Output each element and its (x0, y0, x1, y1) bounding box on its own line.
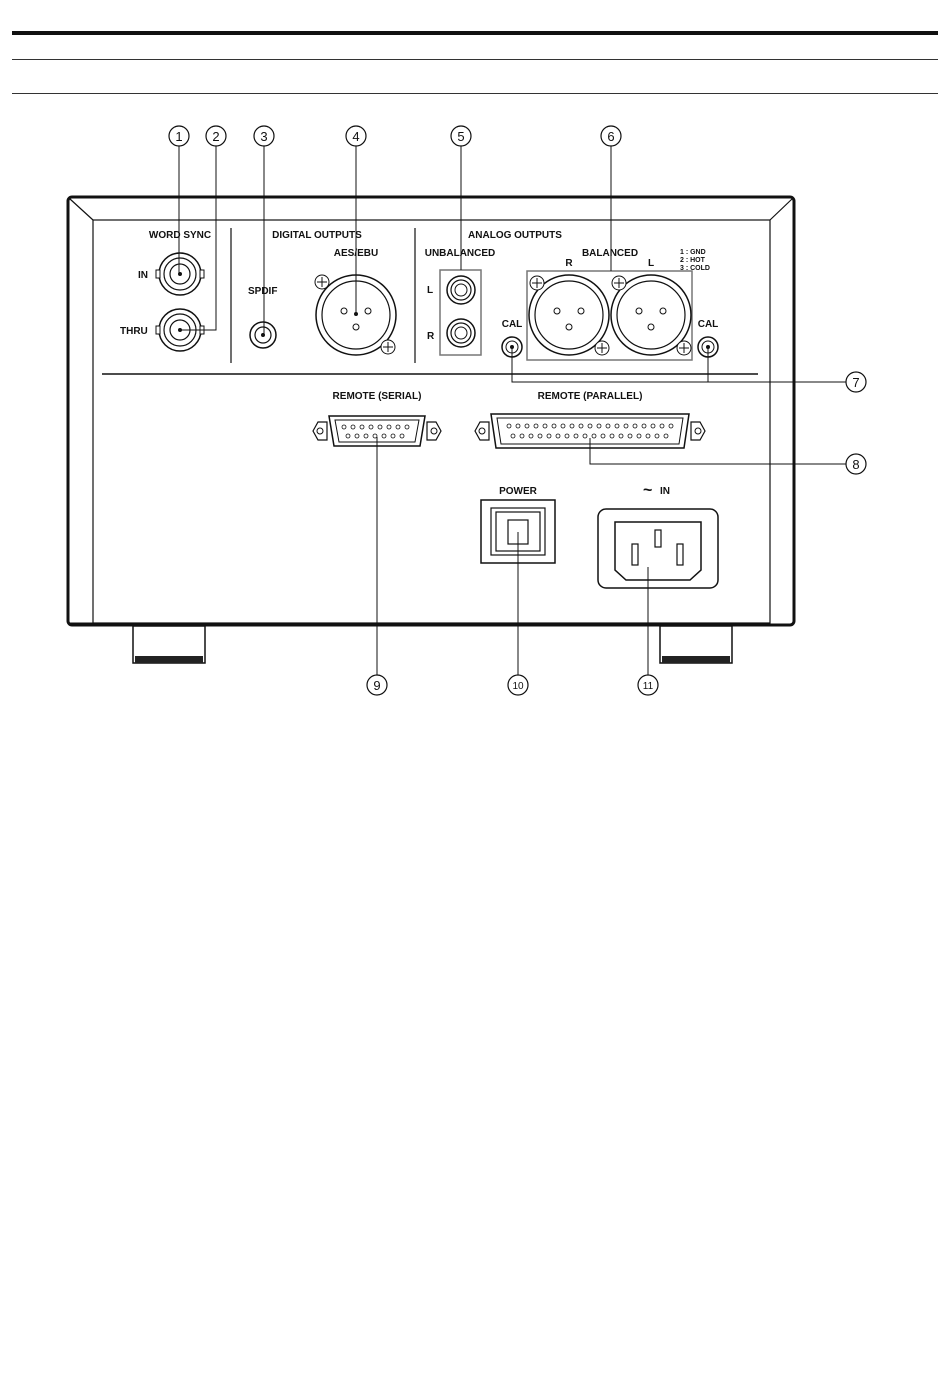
db37-pin (637, 434, 641, 438)
label-unbal-r: R (427, 331, 435, 342)
callout-1: 1 (169, 126, 189, 146)
db37-pin (628, 434, 632, 438)
db37-pin (610, 434, 614, 438)
left-foot-pad (135, 656, 203, 663)
label-ac-in: IN (660, 486, 670, 497)
db37-pin (655, 434, 659, 438)
db37-pin (669, 424, 673, 428)
callout-9: 9 (367, 675, 387, 695)
xlr-balanced-r (529, 275, 609, 355)
rca-unbalanced-l (447, 276, 475, 304)
svg-text:3: 3 (260, 129, 267, 144)
label-word-sync: WORD SYNC (149, 230, 211, 241)
label-digital-outputs: DIGITAL OUTPUTS (272, 230, 362, 241)
db37-pin (561, 424, 565, 428)
db37-pin (543, 424, 547, 428)
callout-2: 2 (206, 126, 226, 146)
db37-pin (511, 434, 515, 438)
db37-pin (552, 424, 556, 428)
svg-text:9: 9 (373, 678, 380, 693)
label-unbal-l: L (427, 285, 433, 296)
rca-unbalanced-r (447, 319, 475, 347)
label-thru: THRU (120, 326, 148, 337)
svg-text:6: 6 (607, 129, 614, 144)
db37-pin (660, 424, 664, 428)
svg-text:8: 8 (852, 457, 859, 472)
svg-text:7: 7 (852, 375, 859, 390)
label-remote-parallel: REMOTE (PARALLEL) (538, 391, 643, 402)
label-cal-left: CAL (502, 319, 523, 330)
label-in: IN (138, 270, 148, 281)
db37-pin (597, 424, 601, 428)
svg-text:5: 5 (457, 129, 464, 144)
db37-pin (520, 434, 524, 438)
label-remote-serial: REMOTE (SERIAL) (333, 391, 422, 402)
db37-pin (529, 434, 533, 438)
svg-text:11: 11 (643, 681, 654, 692)
db37-pin (565, 434, 569, 438)
label-cal-right: CAL (698, 319, 719, 330)
db37-pin (601, 434, 605, 438)
db37-pin (556, 434, 560, 438)
label-power: POWER (499, 486, 538, 497)
db37-pin (592, 434, 596, 438)
label-analog-outputs: ANALOG OUTPUTS (468, 230, 562, 241)
label-balanced: BALANCED (582, 248, 638, 259)
db37-pin (664, 434, 668, 438)
ac-inlet (598, 509, 718, 588)
db37-pin (579, 424, 583, 428)
db37-pin (619, 434, 623, 438)
xlr-balanced-l (611, 275, 691, 355)
callout-3: 3 (254, 126, 274, 146)
svg-text:4: 4 (352, 129, 359, 144)
callout-8: 8 (846, 454, 866, 474)
callout-5: 5 (451, 126, 471, 146)
db37-pin (538, 434, 542, 438)
svg-text:1: 1 (175, 129, 182, 144)
pin-legend-1: 1 : GND (680, 249, 706, 256)
db37-pin (588, 424, 592, 428)
pin-legend-2: 2 : HOT (680, 257, 706, 264)
db37-pin (525, 424, 529, 428)
label-unbalanced: UNBALANCED (425, 248, 496, 259)
db37-pin (646, 434, 650, 438)
svg-text:2: 2 (212, 129, 219, 144)
db37-pin (574, 434, 578, 438)
db37-pin (606, 424, 610, 428)
svg-text:10: 10 (512, 681, 524, 692)
db37-pin (651, 424, 655, 428)
db37-pin (642, 424, 646, 428)
db37-pin (615, 424, 619, 428)
label-bal-r: R (565, 258, 573, 269)
db37-pin (570, 424, 574, 428)
db37-pin (534, 424, 538, 428)
label-spdif: SPDIF (248, 286, 277, 297)
callout-10: 10 (508, 675, 528, 695)
callout-7: 7 (846, 372, 866, 392)
label-bal-l: L (648, 258, 654, 269)
label-ac-symbol: ~ (643, 482, 652, 499)
db37-pin (507, 424, 511, 428)
db37-pin (547, 434, 551, 438)
db37-pin (633, 424, 637, 428)
db37-pin (624, 424, 628, 428)
db37-pin (516, 424, 520, 428)
right-foot-pad (662, 656, 730, 663)
callout-11: 11 (638, 675, 658, 695)
callout-6: 6 (601, 126, 621, 146)
spdif-connector (250, 322, 276, 348)
db37-pin (583, 434, 587, 438)
callout-4: 4 (346, 126, 366, 146)
